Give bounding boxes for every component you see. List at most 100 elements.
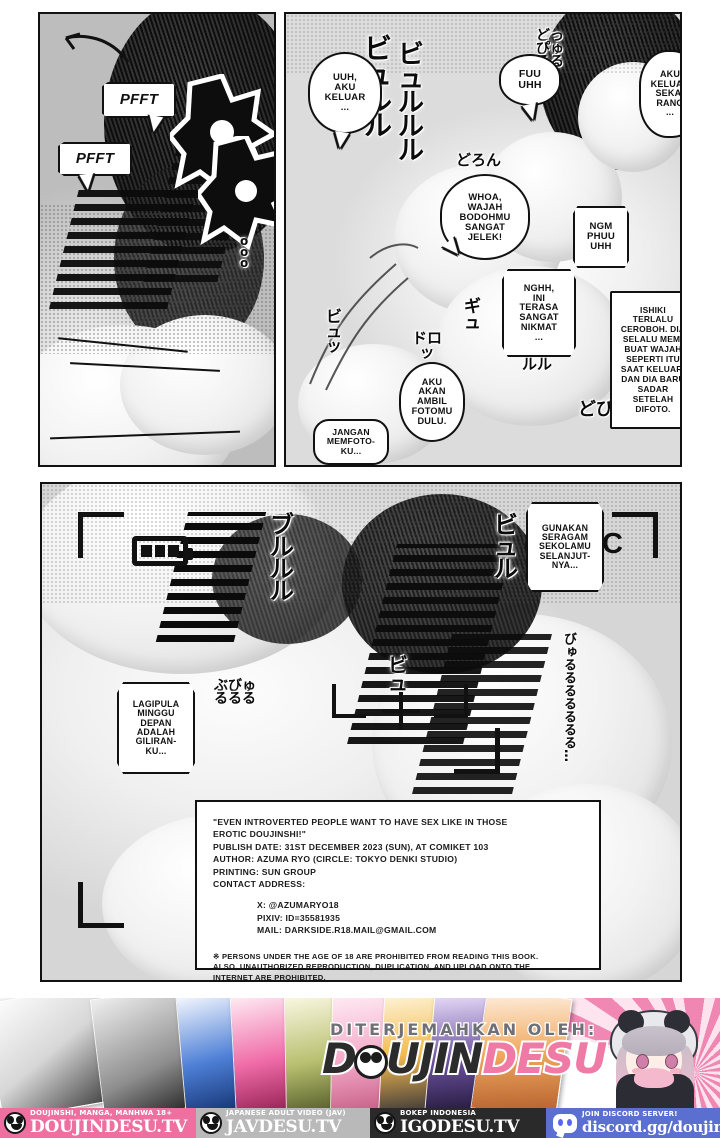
viewfinder-corner-top-left (78, 512, 124, 558)
sfx-10: ブ ル ル ル (270, 511, 294, 606)
top-right-panel: ビ ュ ル ル ビ ュ ル ル ル どろん どっ ぴゅ るる ビ ュ ッ ギ ュ… (284, 12, 682, 467)
sfx-5: ビ ュ ッ (326, 307, 343, 356)
sfx-12: ビ ュ ル (494, 511, 518, 584)
bubble-pfft-2: PFFT (58, 142, 132, 176)
bubble-fuu-uhh: FUU UHH (499, 54, 561, 106)
bubble-fuu-uhh-text: FUU UHH (518, 67, 542, 91)
bubble-ngm-phuu-uhh-text: NGM PHUU UHH (587, 220, 615, 253)
narration-box-ishiki: ISHIKI TERLALU CEROBOH. DIA SELALU MEM- … (610, 291, 682, 429)
sfx-2: ビ ュ ル ル ル (398, 40, 425, 166)
sfx-14: ビュ (388, 653, 408, 696)
bubble-uuh-tail (332, 131, 350, 149)
mascot-blush-right (670, 1068, 682, 1074)
footer-segment-javdesu[interactable]: JAPANESE ADULT VIDEO (JAV) JAVDESU.TV (196, 1108, 370, 1138)
narration-box-ishiki-text: ISHIKI TERLALU CEROBOH. DIA SELALU MEM- … (620, 304, 682, 414)
footer-segment-igodesu[interactable]: BOKEP INDONESIA IGODESU.TV (370, 1108, 546, 1138)
panda-icon (4, 1112, 26, 1134)
footer-segment-text: JOIN DISCORD SERVER! discord.gg/doujinde… (582, 1111, 720, 1135)
sfx-7: ドロ ッ (412, 329, 443, 361)
sketch-lines-art (309, 243, 419, 391)
panda-icon (374, 1112, 396, 1134)
footer-kicker: BOKEP INDONESIA (400, 1109, 476, 1117)
bubble-aku-keluar-sekarang-text: AKU KELUAR SEKA- RANG ... (650, 69, 682, 118)
footer-segment-text: BOKEP INDONESIA IGODESU.TV (400, 1109, 520, 1137)
bubble-whoa-wajah-bodohmu-text: WHOA, WAJAH BODOHMU SANGAT JELEK! (459, 191, 511, 242)
battery-cells (141, 545, 180, 557)
panda-hoodie-girl-mascot (600, 1008, 708, 1108)
bubble-jangan-memfotoku: JANGAN MEMFOTO- KU... (313, 419, 389, 465)
footer-domain: DOUJINDESU.TV (30, 1117, 188, 1137)
bubble-lagipula-minggu-text: LAGIPULA MINGGU DEPAN ADALAH GILIRAN- KU… (132, 699, 180, 756)
bubble-pfft-1-tail (146, 114, 164, 134)
footer-kicker: DOUJINSHI, MANGA, MANHWA 18+ (30, 1109, 173, 1117)
viewfinder-corner-inner-right (434, 684, 468, 718)
promo-cover-fan (0, 998, 573, 1108)
shout-shape-art-2 (198, 136, 274, 251)
colophon-warning: ※ PERSONS UNDER THE AGE OF 18 ARE PROHIB… (213, 951, 539, 982)
promo-translated-by-label: DITERJEMAHKAN OLEH: (329, 1019, 598, 1041)
colophon-box: "EVEN INTROVERTED PEOPLE WANT TO HAVE SE… (195, 800, 601, 980)
footer-segment-text: JAPANESE ADULT VIDEO (JAV) JAVDESU.TV (226, 1110, 346, 1136)
bubble-whoa-wajah-bodohmu: WHOA, WAJAH BODOHMU SANGAT JELEK! (440, 174, 530, 260)
sfx-6: ギ ュ (464, 297, 481, 333)
bubble-gunakan-seragam: GUNAKAN SERAGAM SEKOLAMU SELANJUT- NYA..… (526, 502, 604, 592)
mascot-eye-right (665, 1054, 678, 1069)
bubble-nghh-terasa-nikmat: NGHH, INI TERASA SANGAT NIKMAT ... (502, 269, 576, 357)
colophon-contact-mail: MAIL: DARKSIDE.R18.MAIL@GMAIL.COM (257, 925, 437, 936)
promo-logo[interactable]: D UJINDESU (320, 1036, 609, 1082)
colophon-title: "EVEN INTROVERTED PEOPLE WANT TO HAVE SE… (213, 817, 508, 840)
bubble-pfft-2-text: PFFT (75, 150, 115, 168)
colophon-author: AUTHOR: AZUMA RYO (CIRCLE: TOKYO DENKI S… (213, 854, 458, 865)
viewfinder-corner-top-right (612, 512, 658, 558)
promo-logo-part-1: D (320, 1034, 359, 1083)
battery-icon (132, 536, 193, 566)
focus-cross-icon (382, 692, 420, 730)
colophon-contact-x: X: @AZUMARYO18 (257, 900, 339, 911)
bubble-lagipula-minggu: LAGIPULA MINGGU DEPAN ADALAH GILIRAN- KU… (117, 682, 195, 774)
mascot-eye-left (636, 1054, 649, 1069)
colophon-contact-heading: CONTACT ADDRESS: (213, 879, 306, 890)
footer-kicker: JAPANESE ADULT VIDEO (JAV) (226, 1109, 346, 1117)
colophon-contact-block: X: @AZUMARYO18 PIXIV: ID=35581935 MAIL: … (257, 899, 583, 936)
footer-segment-doujindesu[interactable]: DOUJINSHI, MANGA, MANHWA 18+ DOUJINDESU.… (0, 1108, 196, 1138)
viewfinder-corner-bottom-right (454, 728, 500, 774)
footer-segment-discord[interactable]: JOIN DISCORD SERVER! discord.gg/doujinde… (546, 1108, 720, 1138)
viewfinder-corner-bottom-left (78, 882, 124, 928)
viewfinder-corner-inner-left (332, 684, 366, 718)
sfx-3: どろん (456, 151, 502, 169)
footer-domain: JAVDESU.TV (226, 1117, 342, 1137)
footer-domain: IGODESU.TV (400, 1117, 520, 1137)
footer-brand-bar[interactable]: DOUJINSHI, MANGA, MANHWA 18+ DOUJINDESU.… (0, 1108, 720, 1138)
bubble-gunakan-seragam-text: GUNAKAN SERAGAM SEKOLAMU SELANJUT- NYA..… (539, 522, 591, 570)
footer-domain: discord.gg/doujindesu (582, 1118, 720, 1136)
sfx-13: びゅるるるるるるる… (560, 632, 576, 762)
bottom-panel: ブ ル ル ル ぶびゅ るるる ビ ュ ル びゅるるるるるるる… ビュ REC … (40, 482, 682, 982)
colophon-printing: PRINTING: SUN GROUP (213, 866, 317, 877)
bubble-nghh-terasa-nikmat-text: NGHH, INI TERASA SANGAT NIKMAT ... (519, 282, 559, 342)
motion-arrow-icon (64, 32, 130, 63)
bubble-ngm-phuu-uhh: NGM PHUU UHH (573, 206, 629, 268)
promo-logo-part-3: DESU (480, 1034, 609, 1083)
bubble-pfft-2-tail (79, 173, 95, 191)
panda-icon (200, 1112, 222, 1134)
sfx-11: ぶびゅ るるる (214, 678, 256, 707)
bubble-jangan-memfotoku-text: JANGAN MEMFOTO- KU... (326, 427, 376, 456)
bubble-pfft-1: PFFT (102, 82, 176, 118)
bubble-pfft-1-text: PFFT (119, 91, 159, 109)
bubble-aku-keluar-sekarang: AKU KELUAR SEKA- RANG ... (639, 50, 682, 138)
bubble-aku-akan-ambil-foto: AKU AKAN AMBIL FOTOMU DULU. (399, 362, 465, 442)
panda-icon (353, 1045, 388, 1079)
footer-kicker: JOIN DISCORD SERVER! (582, 1110, 678, 1118)
bubble-uuh-aku-keluar-text: UUH, AKU KELUAR ... (324, 71, 366, 114)
bubble-aku-akan-ambil-foto-text: AKU AKAN AMBIL FOTOMU DULU. (411, 376, 453, 426)
bubble-uuh-aku-keluar: UUH, AKU KELUAR ... (308, 52, 382, 134)
promo-logo-part-2: UJIN (384, 1034, 485, 1083)
promo-banner[interactable]: DITERJEMAHKAN OLEH: D UJINDESU (0, 998, 720, 1108)
colophon-contact-pixiv: PIXIV: ID=35581935 (257, 912, 341, 923)
discord-icon (553, 1113, 577, 1138)
footer-segment-text: DOUJINSHI, MANGA, MANHWA 18+ DOUJINDESU.… (30, 1110, 187, 1136)
mascot-fringe (622, 1026, 686, 1056)
